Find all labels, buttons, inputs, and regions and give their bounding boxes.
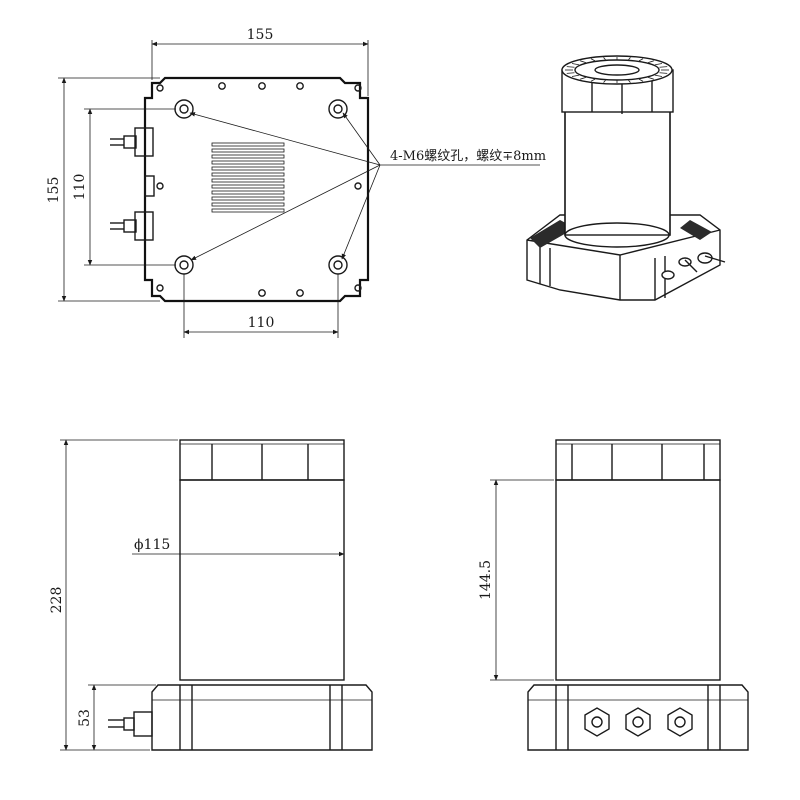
cap-tooth	[628, 57, 631, 61]
vent-slot	[211, 178, 285, 183]
cap-tooth	[590, 78, 596, 82]
cap-tooth	[603, 79, 606, 83]
front-body	[179, 479, 345, 681]
cap-tooth	[655, 74, 663, 77]
top-view: 155 155 110 110 4-M6螺纹孔，螺纹∓8mm	[46, 27, 546, 338]
vent-slot	[211, 148, 285, 153]
cap-tooth	[566, 66, 575, 68]
vent-slot	[211, 142, 285, 147]
iso-fittings	[661, 252, 726, 280]
vent-slot	[211, 208, 285, 213]
side-cap	[555, 439, 721, 481]
iso-cap-teeth	[565, 57, 669, 83]
cap-tooth	[590, 58, 596, 62]
cap-tooth	[655, 63, 663, 66]
top-view-fittings	[110, 127, 155, 241]
top-width-label: 155	[247, 27, 274, 43]
perimeter-screws	[156, 82, 362, 297]
side-body	[555, 479, 721, 681]
cap-tooth	[566, 72, 575, 74]
hole-spacing-label: 110	[248, 315, 275, 331]
side-hex-fittings	[584, 707, 693, 737]
vent-slot	[211, 166, 285, 171]
cap-tooth	[647, 77, 654, 80]
cap-tooth	[580, 60, 587, 63]
vent-slot	[211, 154, 285, 159]
side-view: 144.5	[478, 439, 749, 751]
cap-tooth	[628, 79, 631, 83]
callout-leaders	[189, 112, 540, 261]
vent-slot	[211, 190, 285, 195]
top-height-label: 155	[46, 177, 62, 204]
vent-slot	[211, 172, 285, 177]
cap-tooth	[580, 77, 587, 80]
cap-tooth	[638, 58, 644, 62]
cap-tooth	[603, 57, 606, 61]
cap-tooth	[571, 63, 579, 66]
top-inner-height-label: 110	[72, 174, 88, 201]
mounting-holes	[174, 99, 348, 275]
cap-tooth	[647, 60, 654, 63]
vent-slot	[211, 184, 285, 189]
front-base	[151, 684, 373, 751]
side-cylinder-height-label: 144.5	[478, 560, 494, 600]
vent-slots	[211, 142, 285, 213]
top-view-dimensions: 155 155 110 110	[46, 27, 369, 338]
front-base-height-label: 53	[77, 709, 93, 727]
thread-callout: 4-M6螺纹孔，螺纹∓8mm	[390, 149, 546, 164]
cap-tooth	[571, 74, 579, 77]
front-height-label: 228	[49, 587, 65, 614]
front-view: 228 ϕ115 53	[49, 439, 373, 751]
cap-tooth	[659, 66, 668, 68]
side-base	[527, 684, 749, 751]
top-view-plate	[143, 76, 370, 303]
iso-cylinder	[564, 99, 671, 236]
vent-slot	[211, 160, 285, 165]
front-diameter-label: ϕ115	[134, 537, 170, 553]
cap-tooth	[659, 72, 668, 74]
vent-slot	[211, 196, 285, 201]
isometric-view	[526, 55, 726, 301]
cap-tooth	[638, 78, 644, 82]
vent-slot	[211, 202, 285, 207]
